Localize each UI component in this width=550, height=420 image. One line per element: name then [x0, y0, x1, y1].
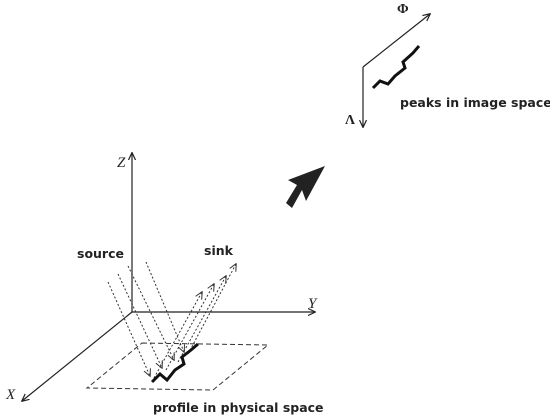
lambda-axis-label: Λ [345, 113, 355, 128]
phi-axis-label: Φ [397, 2, 409, 17]
z-axis-label: Z [117, 155, 126, 171]
reflected-ray [187, 264, 236, 355]
source-rays [107, 261, 184, 376]
image-space: Φ Λ peaks in image space [345, 2, 550, 128]
sink-label: sink [204, 243, 234, 258]
image-peaks [371, 45, 421, 90]
incident-ray [127, 265, 174, 360]
reflected-ray [165, 284, 214, 371]
surface-profile [150, 342, 199, 384]
profile-plane [85, 342, 270, 391]
phi-axis [362, 14, 430, 68]
incident-ray [145, 261, 184, 352]
x-axis [22, 311, 133, 401]
incident-ray [117, 273, 162, 368]
reflected-ray [177, 276, 226, 363]
source-label: source [77, 246, 124, 261]
profile-label: profile in physical space [153, 400, 324, 415]
x-axis-label: X [5, 387, 16, 403]
sink-rays [153, 264, 236, 379]
peaks-label: peaks in image space [400, 95, 550, 110]
incident-ray [107, 281, 150, 376]
physical-space: Z Y X source sink profile in physical sp… [5, 153, 324, 415]
reflected-ray [153, 292, 202, 379]
y-axis-label: Y [308, 296, 318, 312]
transform-arrow-icon [286, 166, 325, 208]
